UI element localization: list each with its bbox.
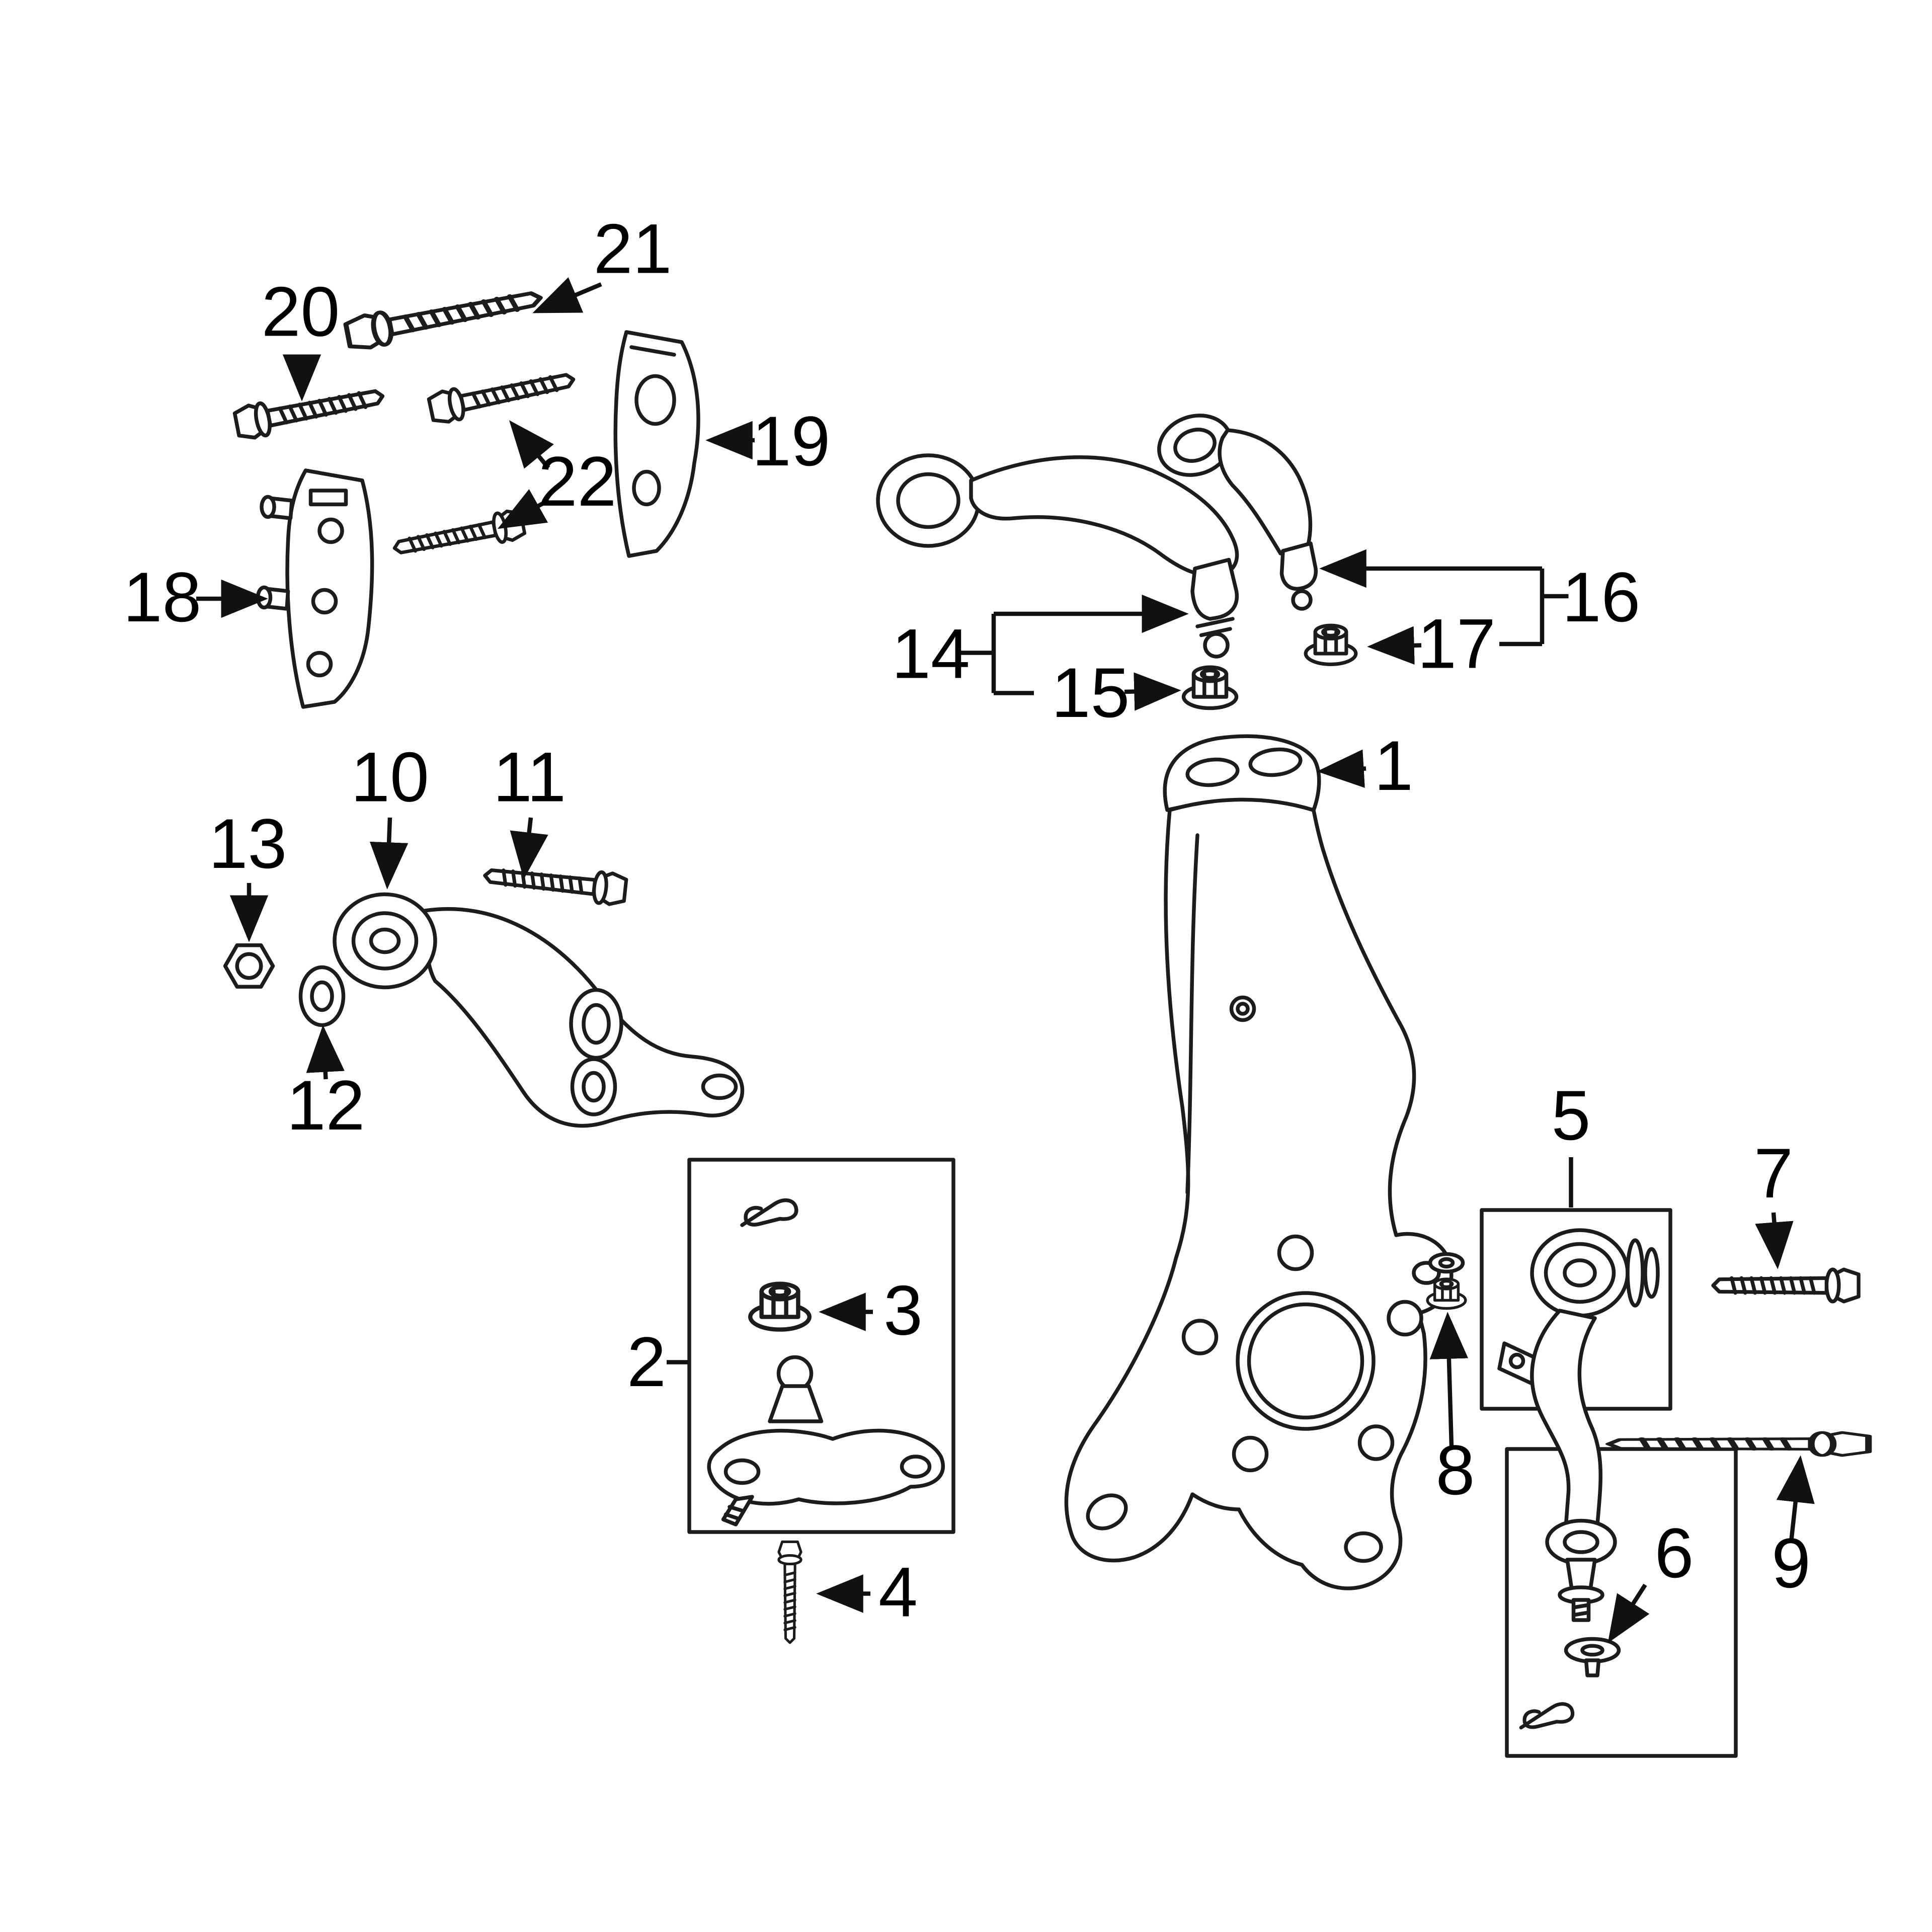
nut-part-15 <box>1184 667 1237 708</box>
bracket-14 <box>958 614 1034 695</box>
part-label-17: 17 <box>1417 604 1496 683</box>
leader-10 <box>369 817 409 890</box>
lower-control-arm-part-10 <box>333 892 745 1128</box>
nut-part-17 <box>1306 625 1356 664</box>
bolt-part-20 <box>234 380 386 440</box>
part-label-14: 14 <box>892 614 970 693</box>
bolt-part-22a <box>428 364 577 425</box>
callout-labels: 1 2 3 4 5 6 7 8 9 10 11 12 13 14 15 16 1… <box>123 209 1811 1632</box>
part-label-2: 2 <box>627 1322 666 1401</box>
ball-joint-kit-box-part-2 <box>687 1158 955 1534</box>
washer-part-12 <box>298 965 346 1027</box>
part-label-20: 20 <box>262 272 340 351</box>
bolt-part-21 <box>345 282 543 351</box>
part-label-1: 1 <box>1374 726 1413 805</box>
bracket-part-18 <box>256 468 374 709</box>
leader-8 <box>1429 1312 1469 1447</box>
leader-12 <box>306 1025 345 1080</box>
part-label-5: 5 <box>1552 1076 1591 1155</box>
nut-part-13 <box>223 943 275 989</box>
part-label-11: 11 <box>493 738 566 817</box>
leader-6 <box>1607 1583 1650 1643</box>
leader-1 <box>1317 749 1366 788</box>
steering-knuckle-part-1 <box>1064 734 1454 1590</box>
part-label-7: 7 <box>1754 1134 1793 1213</box>
leader-17 <box>1367 626 1422 665</box>
part-label-4: 4 <box>878 1553 918 1632</box>
part-label-10: 10 <box>351 738 429 817</box>
upper-control-arm-front <box>876 453 1239 659</box>
leader-21 <box>532 277 602 313</box>
compression-arm-box-part-5 <box>1480 1208 1738 1758</box>
part-label-3: 3 <box>883 1271 923 1350</box>
part-label-16: 16 <box>1562 557 1641 636</box>
bracket-part-19 <box>613 330 700 558</box>
part-label-9: 9 <box>1772 1523 1811 1602</box>
leader-7 <box>1755 1212 1794 1269</box>
leader-22b <box>497 489 548 529</box>
part-label-8: 8 <box>1436 1430 1475 1509</box>
ball-joint-part-2 <box>707 1355 945 1526</box>
leader-11 <box>510 817 548 879</box>
bracket-16 <box>1499 569 1569 647</box>
compression-arm-part-5 <box>1497 1228 1660 1622</box>
bolt-part-4 <box>779 1542 801 1643</box>
leader-22a <box>509 420 554 469</box>
callout-leaders <box>196 277 1815 1643</box>
part-label-18: 18 <box>123 557 202 636</box>
part-label-21: 21 <box>594 209 672 288</box>
nut-washer-part-8 <box>1427 1252 1466 1309</box>
bolt-part-7 <box>1713 1269 1859 1302</box>
part-label-22: 22 <box>538 442 617 521</box>
leader-9 <box>1776 1455 1815 1543</box>
part-label-13: 13 <box>209 804 287 883</box>
upper-control-arm-rear <box>1157 414 1318 611</box>
part-label-12: 12 <box>287 1066 365 1145</box>
part-label-15: 15 <box>1052 653 1130 732</box>
bolt-part-22b <box>391 509 525 562</box>
part-label-19: 19 <box>752 401 831 480</box>
leader-15 <box>1124 672 1181 711</box>
bolt-part-11 <box>484 860 627 906</box>
part-label-6: 6 <box>1655 1513 1694 1592</box>
